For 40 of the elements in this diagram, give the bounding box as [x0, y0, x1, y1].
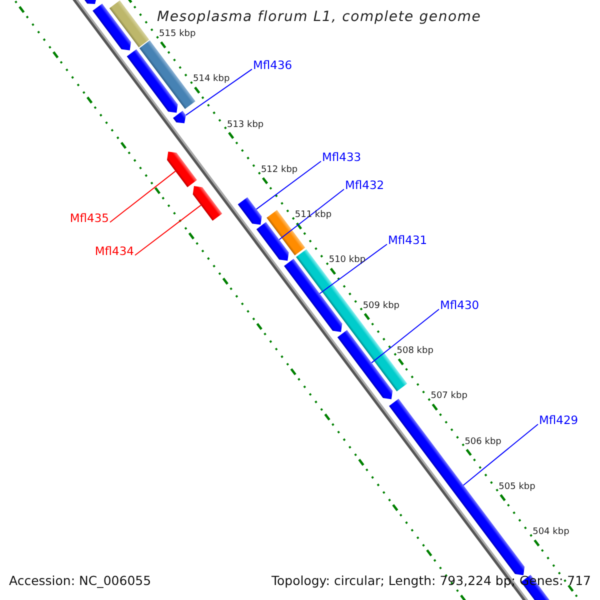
gene-bar	[337, 330, 393, 400]
gene-label: Mfl435	[70, 212, 109, 226]
scale-label: 509 kbp	[362, 300, 400, 312]
scale-label: 514 kbp	[193, 74, 230, 85]
gene-bar	[167, 152, 197, 188]
gene-label: Mfl431	[388, 234, 428, 248]
accession-label: Accession: NC_006055	[9, 574, 152, 588]
gene-label: Mfl429	[539, 414, 578, 428]
gene-bar	[126, 49, 178, 113]
leader-line	[319, 244, 388, 294]
leader-line	[278, 188, 344, 240]
leader-line	[256, 160, 322, 210]
gene-bar	[238, 197, 262, 225]
scale-label: 513 kbp	[226, 120, 264, 130]
scale-label: 504 kbp	[532, 527, 570, 538]
gene-bar	[256, 222, 289, 261]
gene-bar	[139, 40, 196, 109]
scale-label: 512 kbp	[260, 164, 298, 176]
gene-label: Mfl432	[345, 179, 384, 192]
scale-label: 506 kbp	[464, 436, 502, 447]
scale-label: 515 kbp	[159, 29, 196, 40]
gene-bar	[92, 4, 131, 50]
title: Mesoplasma florum L1, complete genome	[157, 9, 482, 26]
gene-label: Mfl434	[94, 245, 134, 258]
scale-label: 507 kbp	[430, 391, 468, 402]
scale-label: 505 kbp	[498, 482, 536, 492]
gene-bar	[192, 186, 222, 221]
scale-label: 508 kbp	[396, 346, 434, 356]
gene-label: Mfl433	[322, 151, 362, 164]
leader-line	[371, 308, 440, 364]
scale-label: 510 kbp	[328, 255, 366, 266]
leader-line	[185, 68, 252, 116]
gene-label: Mfl436	[253, 59, 292, 72]
leader-line	[110, 170, 176, 223]
leader-line	[462, 424, 538, 486]
gene-bar	[109, 0, 150, 48]
scale-label: 511 kbp	[294, 210, 332, 221]
gene-bar	[84, 0, 97, 4]
leader-line	[134, 204, 202, 256]
gene-label: Mfl430	[440, 299, 480, 312]
